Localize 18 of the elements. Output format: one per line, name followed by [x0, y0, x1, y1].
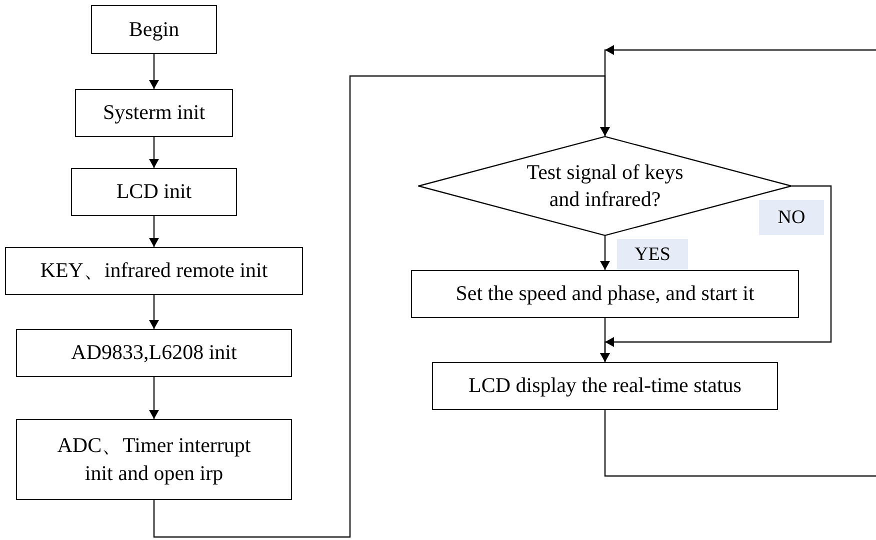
arrow [149, 216, 159, 247]
arrow [600, 45, 876, 477]
process-box: ADC、Timer interrupt init and open irp [16, 419, 292, 500]
process-box: AD9833,L6208 init [16, 329, 292, 377]
process-box: Begin [91, 5, 217, 54]
edge-label: NO [759, 200, 824, 235]
arrow [149, 137, 159, 168]
edge-label: YES [617, 239, 688, 270]
arrow [600, 318, 610, 362]
process-box: Systerm init [75, 89, 233, 137]
arrow [600, 236, 610, 270]
process-box: Set the speed and phase, and start it [411, 270, 799, 318]
process-box: LCD init [71, 168, 237, 216]
arrow [149, 54, 159, 89]
arrow [149, 377, 159, 419]
arrow [149, 295, 159, 329]
process-box: KEY、infrared remote init [5, 247, 303, 295]
process-box: LCD display the real-time status [432, 362, 778, 410]
